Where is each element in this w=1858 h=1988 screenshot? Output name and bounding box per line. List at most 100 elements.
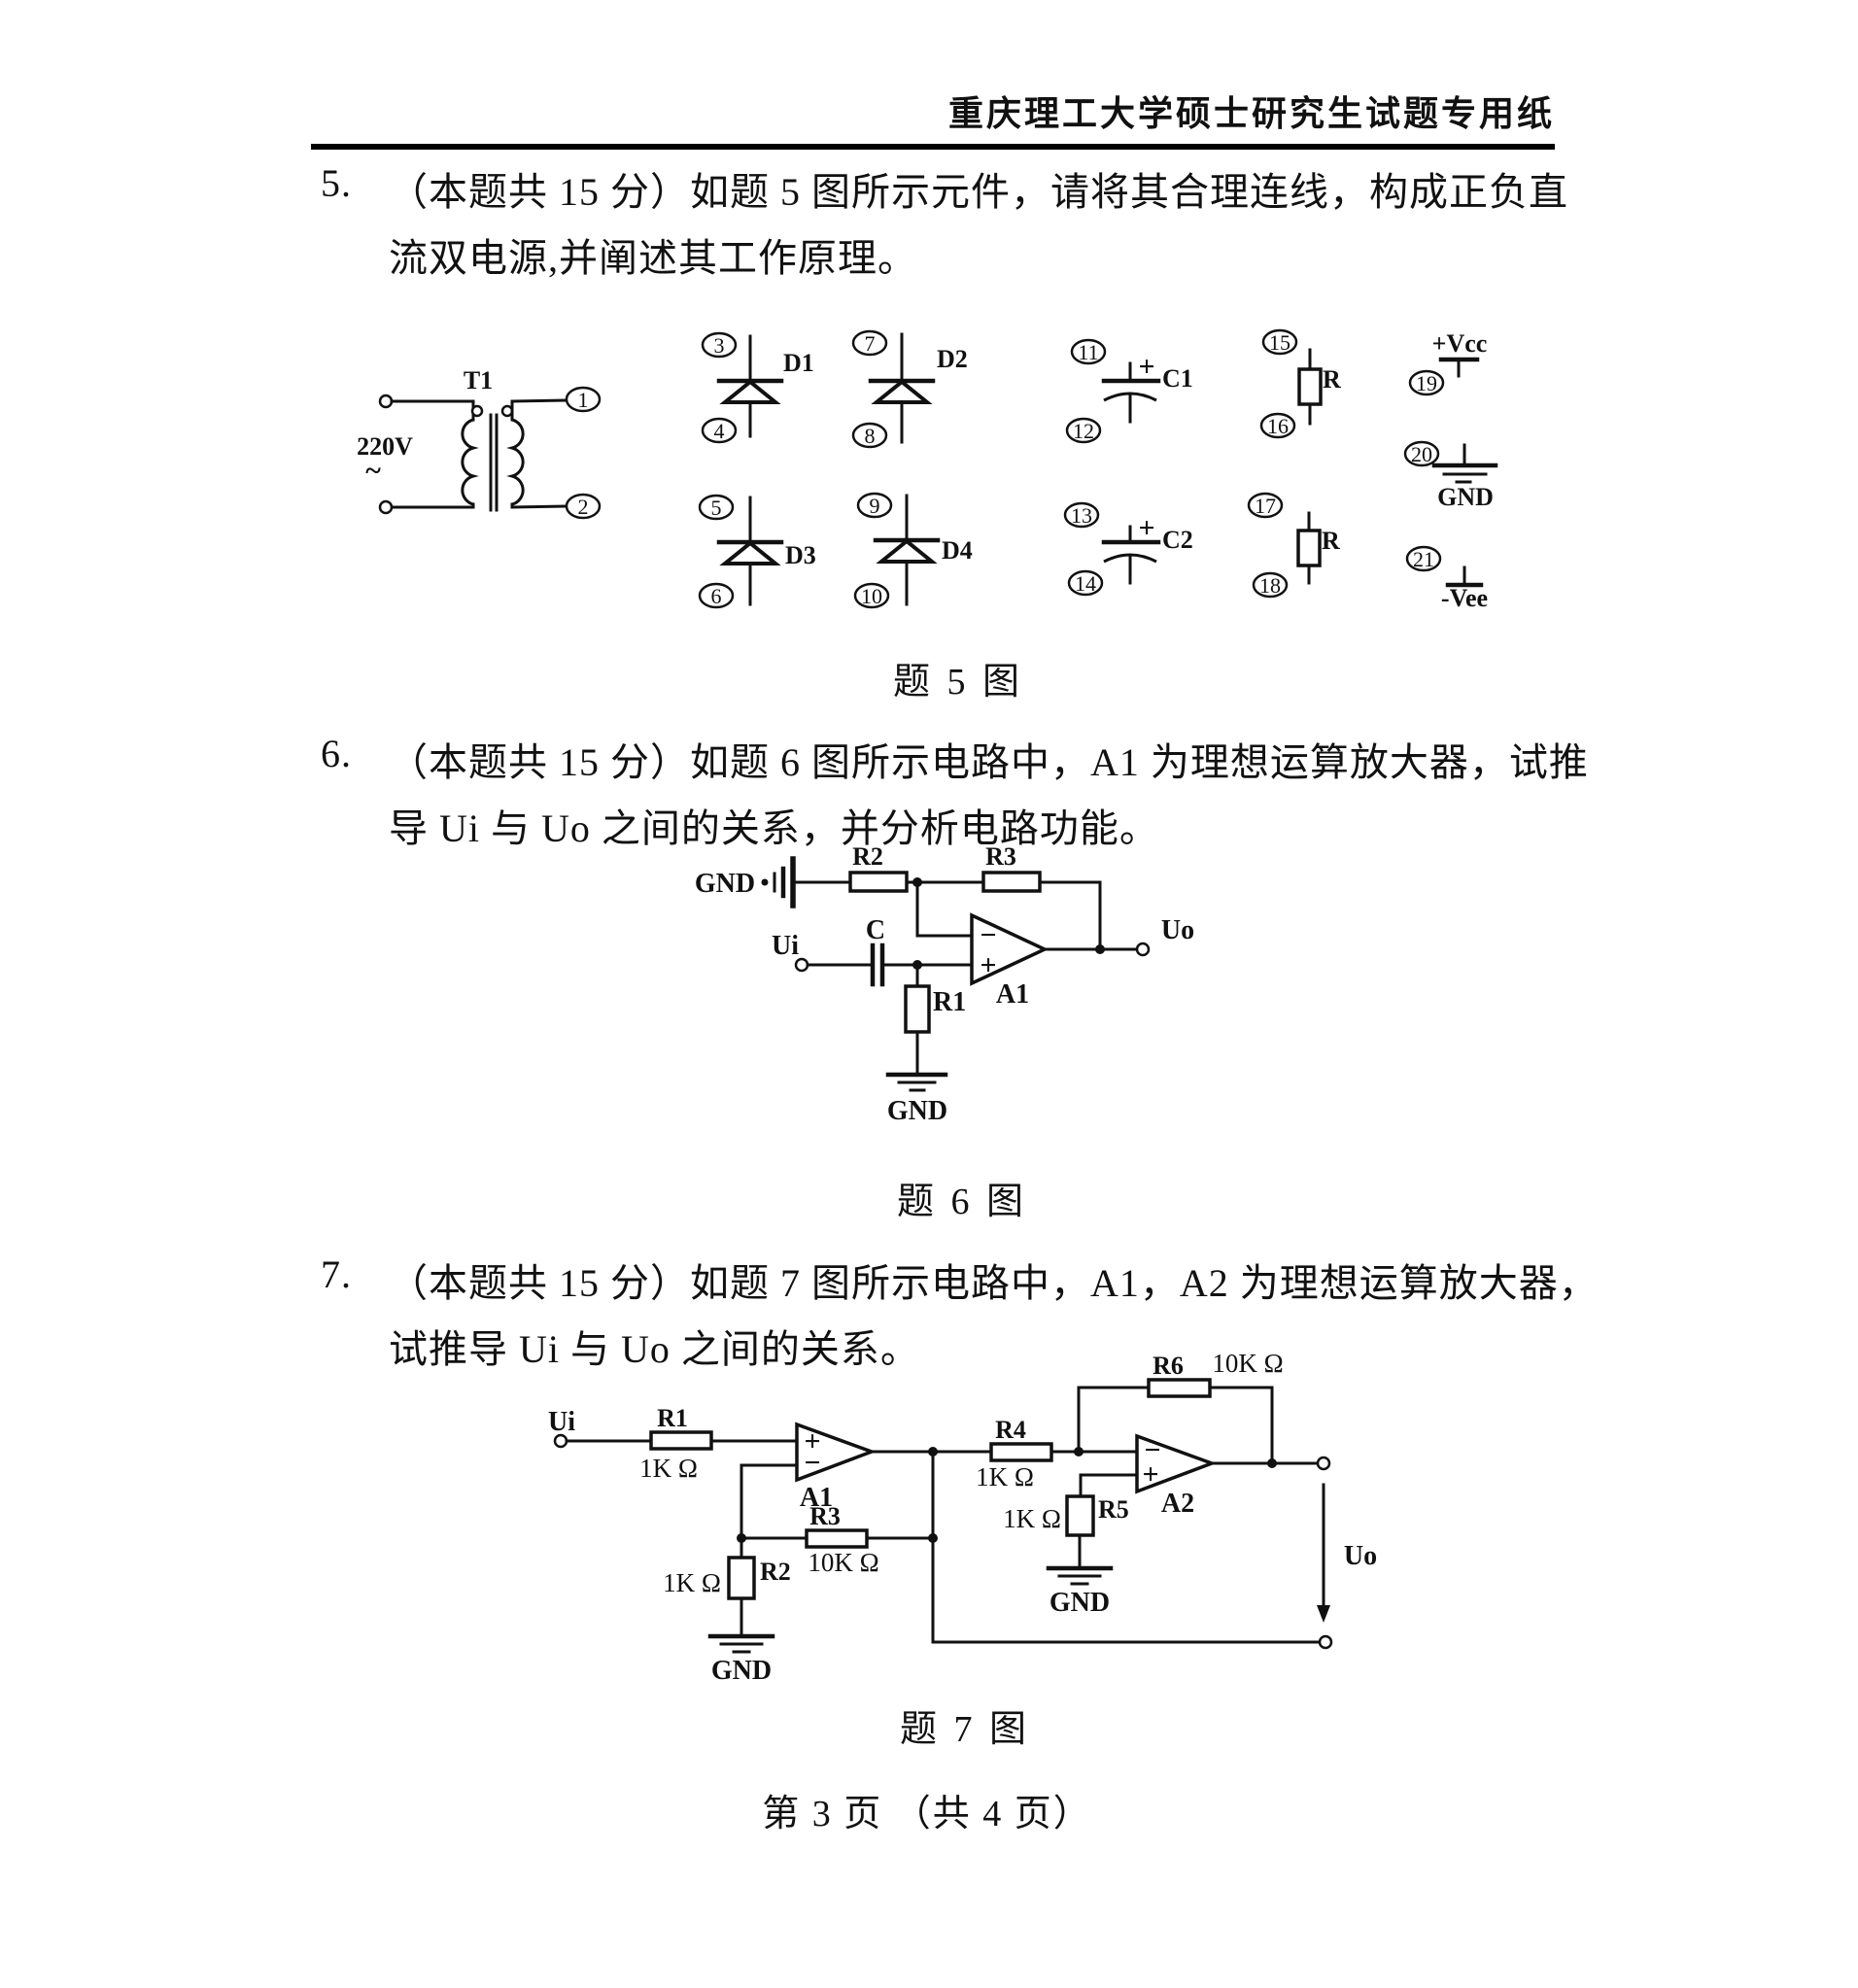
ui-label: Ui (548, 1407, 575, 1437)
uo-label: Uo (1344, 1541, 1377, 1571)
terminal-21: 21 (1405, 545, 1442, 572)
diode-triangle (719, 540, 781, 566)
svg-text:17: 17 (1255, 494, 1276, 518)
secondary-winding (506, 418, 525, 506)
diode-d3: D3 (716, 496, 816, 606)
terminal-1: 1 (565, 386, 602, 413)
svg-text:20: 20 (1411, 442, 1432, 466)
opamp-a1: − + A1 (970, 912, 1049, 1010)
resistor-body (1065, 1494, 1095, 1537)
terminal-15: 15 (1261, 328, 1298, 356)
figure-7: Ui R1 1K Ω + − A1 R2 1K Ω GND (548, 1349, 1377, 1686)
q6-text-line2: 导 Ui 与 Uo 之间的关系，并分析电路功能。 (389, 806, 1159, 850)
svg-text:15: 15 (1269, 330, 1290, 355)
plus-sign: + (1138, 512, 1154, 544)
resistor-r2: R2 1K Ω (663, 1536, 791, 1638)
opamp-triangle (1135, 1433, 1218, 1494)
junction-dot (1095, 944, 1105, 954)
terminal-18: 18 (1252, 571, 1289, 599)
diode-d4: D4 (873, 494, 973, 606)
svg-text:21: 21 (1413, 547, 1434, 571)
svg-text:2: 2 (578, 495, 589, 519)
opamp-triangle (795, 1422, 877, 1483)
resistor-label: R (1322, 527, 1340, 555)
gnd-label: GND (711, 1656, 772, 1686)
resistor-body (1147, 1378, 1212, 1398)
diode-label: D2 (937, 345, 968, 373)
svg-text:12: 12 (1073, 419, 1094, 443)
resistor-label: R3 (985, 842, 1016, 871)
plus-sign: + (980, 949, 996, 981)
diode-triangle (871, 379, 933, 404)
resistor-body (805, 1528, 869, 1549)
svg-text:18: 18 (1259, 573, 1281, 598)
uo-label: Uo (1161, 915, 1194, 945)
feedback-wire (1038, 880, 1102, 951)
transformer-label: T1 (464, 366, 493, 394)
rail-gnd: GND (1431, 443, 1498, 511)
vcc-label: +Vcc (1432, 329, 1488, 358)
header-rule (311, 144, 1555, 150)
input-terminal (794, 957, 809, 973)
output-terminal-low (1318, 1634, 1333, 1650)
svg-text:10: 10 (861, 584, 882, 608)
terminal-5: 5 (698, 494, 735, 521)
noninverting-input-wire (1079, 1473, 1139, 1498)
plus-sign: + (804, 1425, 820, 1457)
input-ui: Ui (548, 1407, 575, 1449)
resistor-label: R1 (933, 987, 966, 1017)
terminal-20: 20 (1403, 440, 1440, 467)
figure7-caption: 题 7 图 (899, 1709, 1031, 1750)
primary-terminal-bottom (378, 499, 394, 515)
terminal-17: 17 (1247, 492, 1284, 519)
q5-text-line1: （本题共 15 分）如题 5 图所示元件，请将其合理连线，构成正负直 (389, 170, 1568, 214)
q7-text-line2: 试推导 Ui 与 Uo 之间的关系。 (389, 1327, 920, 1371)
svg-text:4: 4 (714, 419, 725, 443)
diode-label: D1 (783, 349, 814, 377)
ground-symbol-2: GND (1046, 1565, 1114, 1618)
capacitor-c1: + C1 (1101, 351, 1193, 424)
figure-6: GND R2 R3 − + A1 Ui (695, 842, 1194, 1126)
svg-text:7: 7 (865, 331, 876, 356)
terminal-13: 13 (1063, 501, 1100, 529)
resistor-r5: R5 1K Ω (1003, 1494, 1129, 1570)
opamp-a2: − + A2 (1135, 1433, 1218, 1519)
svg-text:13: 13 (1071, 503, 1092, 528)
capacitor-c: C (866, 915, 885, 987)
q5-number: 5. (321, 161, 352, 205)
capacitor-label: C (866, 915, 885, 945)
figure5-caption: 题 5 图 (892, 662, 1024, 703)
terminal-16: 16 (1259, 412, 1296, 439)
dot (761, 878, 769, 886)
resistor-label: R2 (760, 1558, 791, 1586)
diode-label: D4 (942, 536, 973, 565)
gnd-label: GND (695, 869, 755, 899)
figure6-caption: 题 6 图 (896, 1182, 1028, 1222)
resistor-value: 10K Ω (1212, 1349, 1283, 1378)
vee-label: -Vee (1441, 584, 1488, 612)
svg-text:9: 9 (870, 494, 880, 518)
terminal-12: 12 (1065, 417, 1102, 444)
feedback-wire (1208, 1386, 1274, 1465)
wire (510, 504, 567, 509)
resistor-r1: R1 1K Ω (639, 1404, 713, 1483)
q6-number: 6. (321, 732, 352, 775)
input-terminal (553, 1433, 568, 1449)
output-terminal-high (1316, 1456, 1331, 1471)
resistor-body (649, 1430, 713, 1451)
terminal-7: 7 (851, 329, 888, 357)
opamp-label: A2 (1161, 1489, 1194, 1519)
primary-winding (461, 418, 479, 506)
resistor-body (1296, 529, 1322, 567)
diode-d2: D2 (868, 332, 968, 444)
rail-vee: -Vee (1441, 566, 1488, 612)
resistor-value: 1K Ω (663, 1568, 721, 1597)
terminal-2: 2 (565, 493, 602, 520)
svg-text:1: 1 (578, 388, 589, 412)
resistor-label: R4 (995, 1416, 1026, 1444)
opamp-label: A1 (800, 1483, 833, 1513)
capacitor-label: C1 (1162, 364, 1193, 393)
ground-symbol-left: GND (695, 856, 796, 908)
resistor-body (989, 1442, 1053, 1462)
plus-sign: + (1138, 351, 1154, 383)
